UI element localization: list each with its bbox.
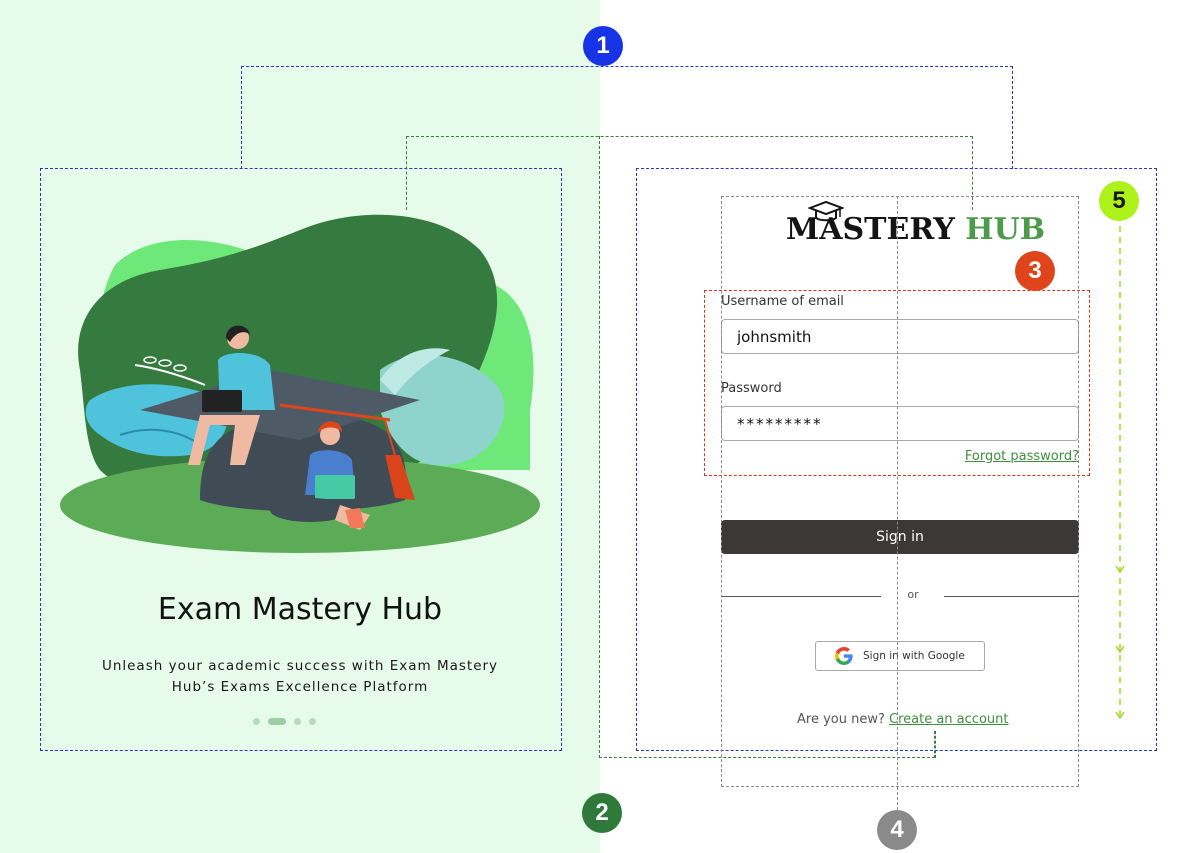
password-input[interactable] [721,406,1079,441]
carousel-dot-active[interactable] [268,718,286,725]
annotation-badge-4: 4 [877,810,917,850]
username-label: Username of email [721,294,844,309]
carousel-indicator [253,718,316,725]
carousel-dot[interactable] [253,718,260,725]
forgot-password-link[interactable]: Forgot password? [964,449,1079,464]
username-input[interactable] [721,319,1079,354]
divider-left [721,596,881,597]
google-sign-in-button[interactable]: Sign in with Google [815,641,985,671]
tagline: Unleash your academic success with Exam … [101,658,499,695]
annotation-arrow-5 [1115,226,1125,720]
create-account-link[interactable]: Create an account [889,712,1009,727]
sign-in-button[interactable]: Sign in [721,520,1079,554]
logo-word-mastery: MASTERY [786,212,955,247]
divider-right [944,596,1079,597]
annotation-badge-2: 2 [582,793,622,833]
annotation-badge-3: 3 [1015,251,1055,291]
annotation-badge-5: 5 [1099,181,1139,221]
google-button-label: Sign in with Google [863,650,965,662]
logo-word-hub: HUB [965,212,1046,247]
page-title: Exam Mastery Hub [157,592,443,627]
carousel-dot[interactable] [294,718,301,725]
study-illustration [60,214,540,553]
graduation-cap-icon [808,200,844,222]
annotation-badge-1: 1 [583,26,623,66]
carousel-dot[interactable] [309,718,316,725]
logo-wordmark: MASTERY HUB [786,212,1045,247]
signup-prompt: Are you new? Create an account [797,712,1008,727]
google-g-icon [835,647,853,665]
signup-prompt-text: Are you new? [797,712,885,727]
or-separator: or [907,588,919,601]
password-label: Password [721,381,782,396]
annotation-connector-2 [934,731,936,758]
brand-logo: MASTERY HUB [786,200,1045,250]
